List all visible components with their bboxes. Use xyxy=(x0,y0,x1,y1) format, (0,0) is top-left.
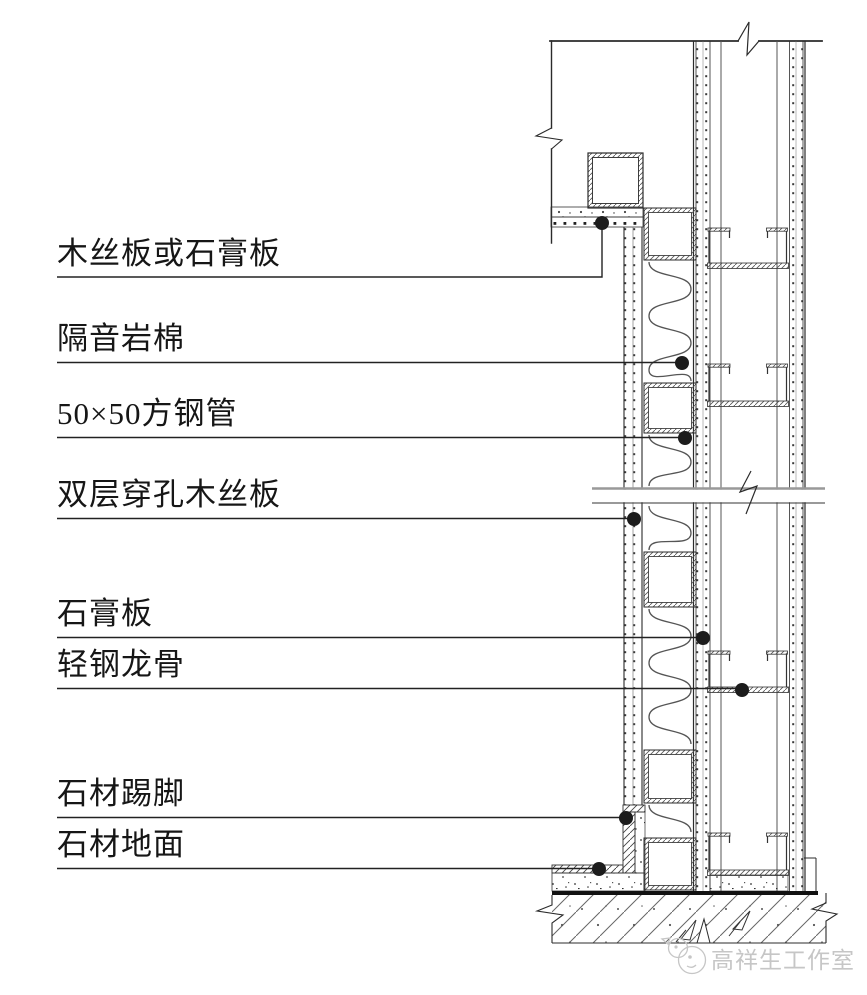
label-50x50-square-steel-tube: 50×50方钢管 xyxy=(57,396,238,431)
slab-right-break-icon xyxy=(810,893,839,943)
leader-dot xyxy=(678,431,692,445)
wall-break xyxy=(592,470,825,515)
right-wall-bottom-mortar xyxy=(709,874,789,892)
leader-dot xyxy=(696,631,710,645)
label-double-perforated-wood-wool-board: 双层穿孔木丝板 xyxy=(57,477,281,512)
leader-dot xyxy=(592,862,606,876)
square-steel-tube xyxy=(643,837,697,891)
mid-break-symbol-icon xyxy=(738,470,759,515)
right-wall-face-lines xyxy=(692,41,806,891)
ceiling-steel-tube xyxy=(587,152,644,209)
slab-bottom-peak-icon xyxy=(696,917,711,944)
slab-top-line xyxy=(552,891,818,895)
left-break-symbol-icon xyxy=(534,127,564,150)
label-sound-insulation-rock-wool: 隔音岩棉 xyxy=(57,321,185,356)
steel-keel-stud xyxy=(707,832,789,876)
steel-keel-stud xyxy=(707,363,789,407)
square-steel-tube xyxy=(643,749,697,804)
slab-arrow-icon xyxy=(680,919,697,941)
insulation-wave xyxy=(648,804,692,833)
right-stud-wall xyxy=(692,41,806,891)
label-stone-skirting: 石材踢脚 xyxy=(57,776,185,811)
steel-keel-stud xyxy=(707,227,789,269)
watermark-logo-icon xyxy=(660,937,707,975)
insulation-wave xyxy=(648,434,692,487)
slab-arrow-tail xyxy=(675,929,687,943)
right-floor-edge xyxy=(804,857,817,891)
acoustic-partition xyxy=(623,207,697,891)
top-break-symbol-icon xyxy=(737,21,760,57)
leader-dots xyxy=(592,216,749,876)
leader-dot xyxy=(595,216,609,230)
square-steel-tubes xyxy=(643,207,697,891)
steel-keel-stud xyxy=(707,650,789,693)
label-light-steel-keel: 轻钢龙骨 xyxy=(57,647,185,682)
leader-dot xyxy=(675,356,689,370)
leader-lines xyxy=(57,229,742,870)
insulation-wave xyxy=(648,261,692,382)
insulation-wave xyxy=(648,608,692,745)
break-gap xyxy=(592,489,825,503)
leader-dot xyxy=(735,683,749,697)
rock-wool-insulation xyxy=(648,261,692,833)
watermark-studio-name: 高祥生工作室 xyxy=(711,948,855,973)
leader-line-1 xyxy=(57,229,603,278)
square-steel-tube xyxy=(643,207,697,261)
slab-arrow-tail xyxy=(728,921,741,937)
square-steel-tube xyxy=(643,382,697,434)
label-stone-floor: 石材地面 xyxy=(57,827,185,862)
leader-dot xyxy=(619,811,633,825)
steel-keel-studs xyxy=(707,227,789,876)
label-gypsum-board: 石膏板 xyxy=(57,596,153,631)
label-wood-wool-or-gypsum-board: 木丝板或石膏板 xyxy=(57,236,281,271)
concrete-slab xyxy=(534,893,839,944)
square-steel-tube xyxy=(643,551,697,608)
leader-dot xyxy=(627,512,641,526)
slab-left-break-icon xyxy=(534,895,565,943)
insulation-wave xyxy=(648,505,692,551)
